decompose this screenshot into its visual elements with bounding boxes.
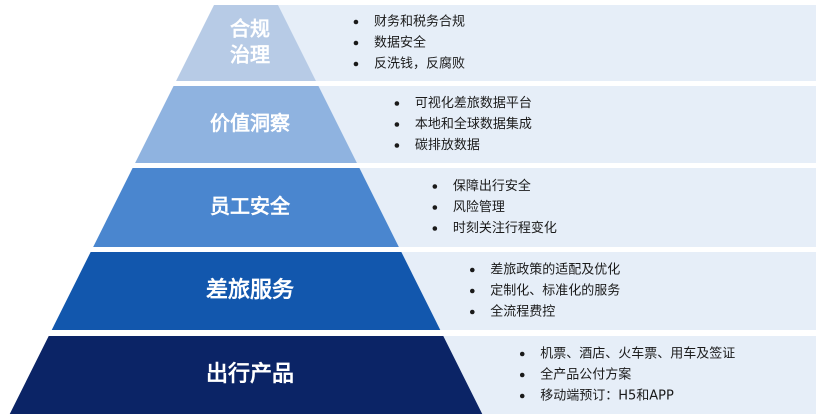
bullet-item: 碳排放数据 [415, 138, 480, 153]
bullet-item: 定制化、标准化的服务 [490, 283, 620, 299]
bullet-dot [469, 267, 475, 273]
bullet-dot [394, 101, 400, 106]
pyramid-tier [9, 336, 483, 414]
bullet-dot [432, 226, 438, 231]
bullet-item: 保障出行安全 [453, 178, 531, 194]
tier-bullets: 财务和税务合规数据安全反洗钱，反腐败可视化差旅数据平台本地和全球数据集成碳排放数… [353, 14, 735, 404]
tier-panel [258, 5, 816, 81]
bullet-dot [432, 184, 438, 189]
bullet-panels [258, 5, 817, 414]
pyramid-tiers [9, 5, 483, 414]
tier-label: 治理 [230, 43, 270, 67]
bullet-item: 移动端预订：H5和APP [540, 389, 674, 404]
tier-label: 出行产品 [206, 361, 294, 387]
bullet-dot [353, 19, 359, 25]
bullet-dot [469, 309, 475, 315]
tier-label: 差旅服务 [206, 277, 295, 303]
bullet-item: 时刻关注行程变化 [453, 220, 557, 236]
pyramid-tier [135, 86, 357, 163]
bullet-dot [394, 143, 400, 148]
bullet-dot [519, 393, 525, 399]
bullet-item: 全产品公付方案 [540, 367, 631, 383]
bullet-dot [394, 122, 400, 127]
bullet-item: 风险管理 [453, 200, 505, 215]
bullet-dot [432, 205, 438, 210]
bullet-dot [519, 351, 525, 357]
bullet-item: 差旅政策的适配及优化 [490, 262, 620, 278]
tier-panel [298, 86, 817, 163]
bullet-dot [519, 372, 525, 378]
pyramid-tier [93, 168, 399, 247]
bullet-item: 机票、酒店、火车票、用车及签证 [540, 346, 735, 362]
bullet-item: 本地和全球数据集成 [415, 116, 532, 132]
pyramid-tier [176, 5, 316, 81]
tier-label: 员工安全 [210, 194, 291, 218]
bullet-item: 反洗钱，反腐败 [374, 57, 465, 72]
tier-panel [381, 252, 816, 330]
bullet-dot [469, 288, 475, 294]
tier-panel [339, 168, 816, 247]
bullet-item: 可视化差旅数据平台 [415, 96, 532, 111]
pyramid-tier [51, 252, 441, 330]
tier-label: 价值洞察 [210, 111, 291, 135]
bullet-dot [353, 61, 359, 67]
bullet-item: 全流程费控 [490, 304, 555, 320]
bullet-dot [353, 40, 359, 46]
bullet-item: 财务和税务合规 [374, 14, 465, 30]
bullet-item: 数据安全 [374, 35, 426, 51]
tier-label: 合规 [230, 17, 270, 41]
